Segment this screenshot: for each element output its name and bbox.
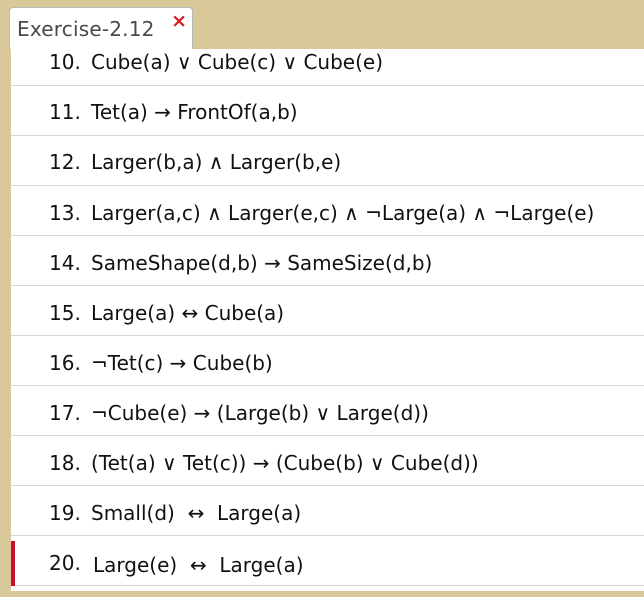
sentence-formula[interactable]: Small(d) ↔ Large(a) <box>91 501 302 525</box>
sentence-row-17[interactable]: 17. ¬Cube(e) → (Large(b) ∨ Large(d)) <box>11 386 644 436</box>
sentence-number: 19. <box>49 501 81 525</box>
sentence-formula[interactable]: Tet(a) → FrontOf(a,b) <box>91 100 298 124</box>
close-icon[interactable]: × <box>171 10 187 32</box>
sentence-formula[interactable]: Larger(b,a) ∧ Larger(b,e) <box>91 150 342 174</box>
sentence-formula[interactable]: SameShape(d,b) → SameSize(d,b) <box>91 251 433 275</box>
sentence-row-16[interactable]: 16. ¬Tet(c) → Cube(b) <box>11 336 644 386</box>
sentence-list: 10. Cube(a) ∨ Cube(c) ∨ Cube(e) 11. Tet(… <box>11 49 644 591</box>
sentence-row-10[interactable]: 10. Cube(a) ∨ Cube(c) ∨ Cube(e) <box>11 49 644 86</box>
sentence-row-19[interactable]: 19. Small(d) ↔ Large(a) <box>11 486 644 536</box>
sentence-formula[interactable]: ¬Tet(c) → Cube(b) <box>91 351 273 375</box>
sentence-number: 14. <box>49 251 81 275</box>
sentence-number: 17. <box>49 401 81 425</box>
sentence-row-13[interactable]: 13. Larger(a,c) ∧ Larger(e,c) ∧ ¬Large(a… <box>11 186 644 236</box>
sentence-number: 18. <box>49 451 81 475</box>
sentence-row-18[interactable]: 18. (Tet(a) ∨ Tet(c)) → (Cube(b) ∨ Cube(… <box>11 436 644 486</box>
sentence-row-15[interactable]: 15. Large(a) ↔ Cube(a) <box>11 286 644 336</box>
sentence-formula[interactable]: (Tet(a) ∨ Tet(c)) → (Cube(b) ∨ Cube(d)) <box>91 451 479 475</box>
sentence-number: 16. <box>49 351 81 375</box>
sentence-row-12[interactable]: 12. Larger(b,a) ∧ Larger(b,e) <box>11 136 644 186</box>
sentence-formula[interactable]: ¬Cube(e) → (Large(b) ∨ Large(d)) <box>91 401 429 425</box>
tab-title: Exercise-2.12 <box>17 17 155 41</box>
sentence-row-14[interactable]: 14. SameShape(d,b) → SameSize(d,b) <box>11 236 644 286</box>
sentence-formula[interactable]: Large(a) ↔ Cube(a) <box>91 301 285 325</box>
sentence-number: 10. <box>49 50 81 74</box>
sentence-formula[interactable]: Large(e) ↔ Large(a) <box>93 553 304 577</box>
sentence-row-11[interactable]: 11. Tet(a) → FrontOf(a,b) <box>11 86 644 136</box>
tab-exercise[interactable]: Exercise-2.12 × <box>9 7 193 49</box>
sentence-number: 12. <box>49 150 81 174</box>
sentence-row-20-active[interactable]: 20. Large(e) ↔ Large(a) <box>11 536 644 586</box>
sentence-number: 20. <box>49 551 81 575</box>
sentence-number: 15. <box>49 301 81 325</box>
sentence-number: 11. <box>49 100 81 124</box>
active-row-marker <box>11 541 15 586</box>
sentence-formula[interactable]: Larger(a,c) ∧ Larger(e,c) ∧ ¬Large(a) ∧ … <box>91 201 595 225</box>
sentence-formula[interactable]: Cube(a) ∨ Cube(c) ∨ Cube(e) <box>91 50 384 74</box>
sentence-number: 13. <box>49 201 81 225</box>
